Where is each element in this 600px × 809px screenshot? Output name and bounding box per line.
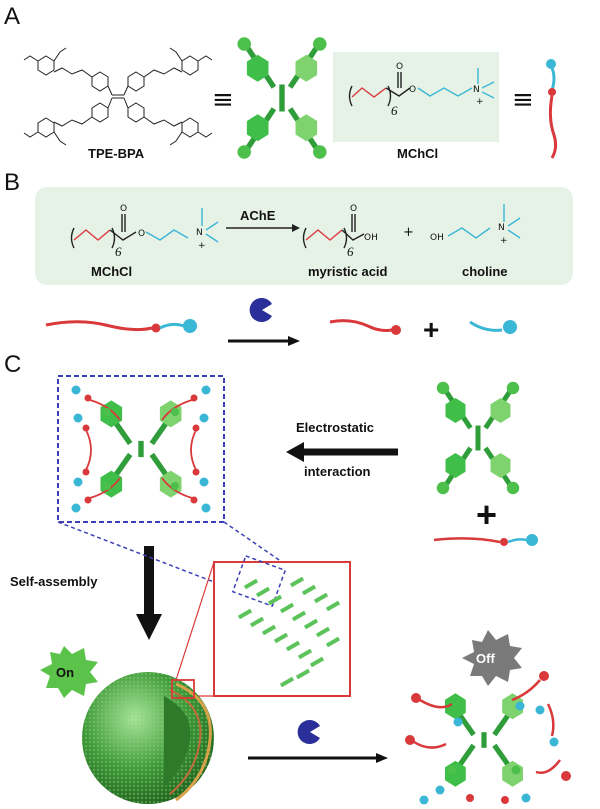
choline-cartoon-icon <box>469 320 517 334</box>
sphere-zoom-box <box>171 679 195 699</box>
self-assembly-arrow-icon <box>144 546 154 618</box>
enzyme-label: AChE <box>240 208 276 223</box>
reactant-atom-n: N <box>196 228 203 238</box>
mchcl-atom-o-ester: O <box>409 85 416 95</box>
dispersed-state-icon <box>405 671 571 805</box>
surfactant-horizontal-icon <box>45 319 197 333</box>
mchcl-structure-icon <box>348 68 495 107</box>
product1-label: myristic acid <box>308 264 388 279</box>
assembly-unit-box <box>57 375 225 523</box>
vesicle-sphere-icon <box>82 672 214 804</box>
fatty-acid-cartoon-icon <box>329 319 401 335</box>
reactant-structure-icon <box>70 208 219 249</box>
mchcl-atom-o-carbonyl: O <box>396 62 403 72</box>
hydrolysis-arrowhead-icon <box>288 336 300 346</box>
myristic-acid-structure-icon <box>302 214 365 249</box>
packing-zoom-box <box>213 561 351 697</box>
assembly-unit-icon <box>71 385 211 513</box>
bold-plus-c: + <box>476 494 497 535</box>
zoom-line-2 <box>57 521 241 593</box>
reaction-arrowhead-icon <box>292 224 300 232</box>
reactant-atom-o-ester: O <box>138 229 145 239</box>
reactant-atom-o: O <box>120 204 127 214</box>
choline-oh: OH <box>430 233 444 243</box>
surfactant-right-icon <box>433 534 538 546</box>
tpe-bpa-label: TPE-BPA <box>88 146 145 161</box>
electrostatic-label-2: interaction <box>304 464 371 479</box>
mchcl-atom-n: N <box>473 85 480 95</box>
disassembly-arrowhead-icon <box>376 753 388 763</box>
mchcl-subscript-6: 6 <box>391 103 398 118</box>
enzyme-pacman-c-icon <box>297 720 320 744</box>
zoom-line-3 <box>175 561 215 681</box>
tpe-cartoon-icon <box>237 37 327 159</box>
acid-atom-o: O <box>350 204 357 214</box>
surfactant-cartoon-icon <box>546 59 558 159</box>
zoom-line-1 <box>223 521 283 563</box>
panel-a-letter: A <box>4 3 20 30</box>
mchcl-structure-box <box>333 52 499 142</box>
reactant-subscript-6: 6 <box>115 244 122 259</box>
choline-charge: + <box>500 236 508 246</box>
mchcl-label: MChCl <box>397 146 438 161</box>
self-assembly-label: Self-assembly <box>10 574 98 589</box>
self-assembly-arrowhead-icon <box>136 614 162 640</box>
product2-label: choline <box>462 264 508 279</box>
packing-highlight-box <box>231 555 287 607</box>
reaction-plus: + <box>403 225 414 240</box>
on-starburst-badge-icon <box>40 646 98 698</box>
panel-c-letter: C <box>4 351 21 378</box>
on-badge-label: On <box>56 665 74 680</box>
panel-b-letter: B <box>4 169 20 196</box>
electrostatic-label-1: Electrostatic <box>296 420 374 435</box>
acid-subscript-6: 6 <box>347 244 354 259</box>
enzyme-pacman-icon <box>249 298 272 322</box>
choline-structure-icon <box>447 204 521 239</box>
electrostatic-arrowhead-icon <box>286 442 304 462</box>
off-starburst-badge-icon <box>462 630 522 686</box>
off-badge-label: Off <box>476 651 495 666</box>
reactant-label: MChCl <box>91 264 132 279</box>
choline-atom-n: N <box>498 223 505 233</box>
equivalence-symbol-2: ≡ <box>512 85 534 115</box>
tpe-cartoon-right-icon <box>436 381 520 495</box>
bold-plus-b: + <box>423 314 439 345</box>
acid-oh: OH <box>364 233 378 243</box>
mchcl-charge: + <box>476 97 484 107</box>
tpe-bpa-structure-icon <box>23 47 213 146</box>
packing-pattern-icon <box>237 576 341 688</box>
equivalence-symbol-1: ≡ <box>212 85 234 115</box>
reactant-charge: + <box>198 241 206 251</box>
